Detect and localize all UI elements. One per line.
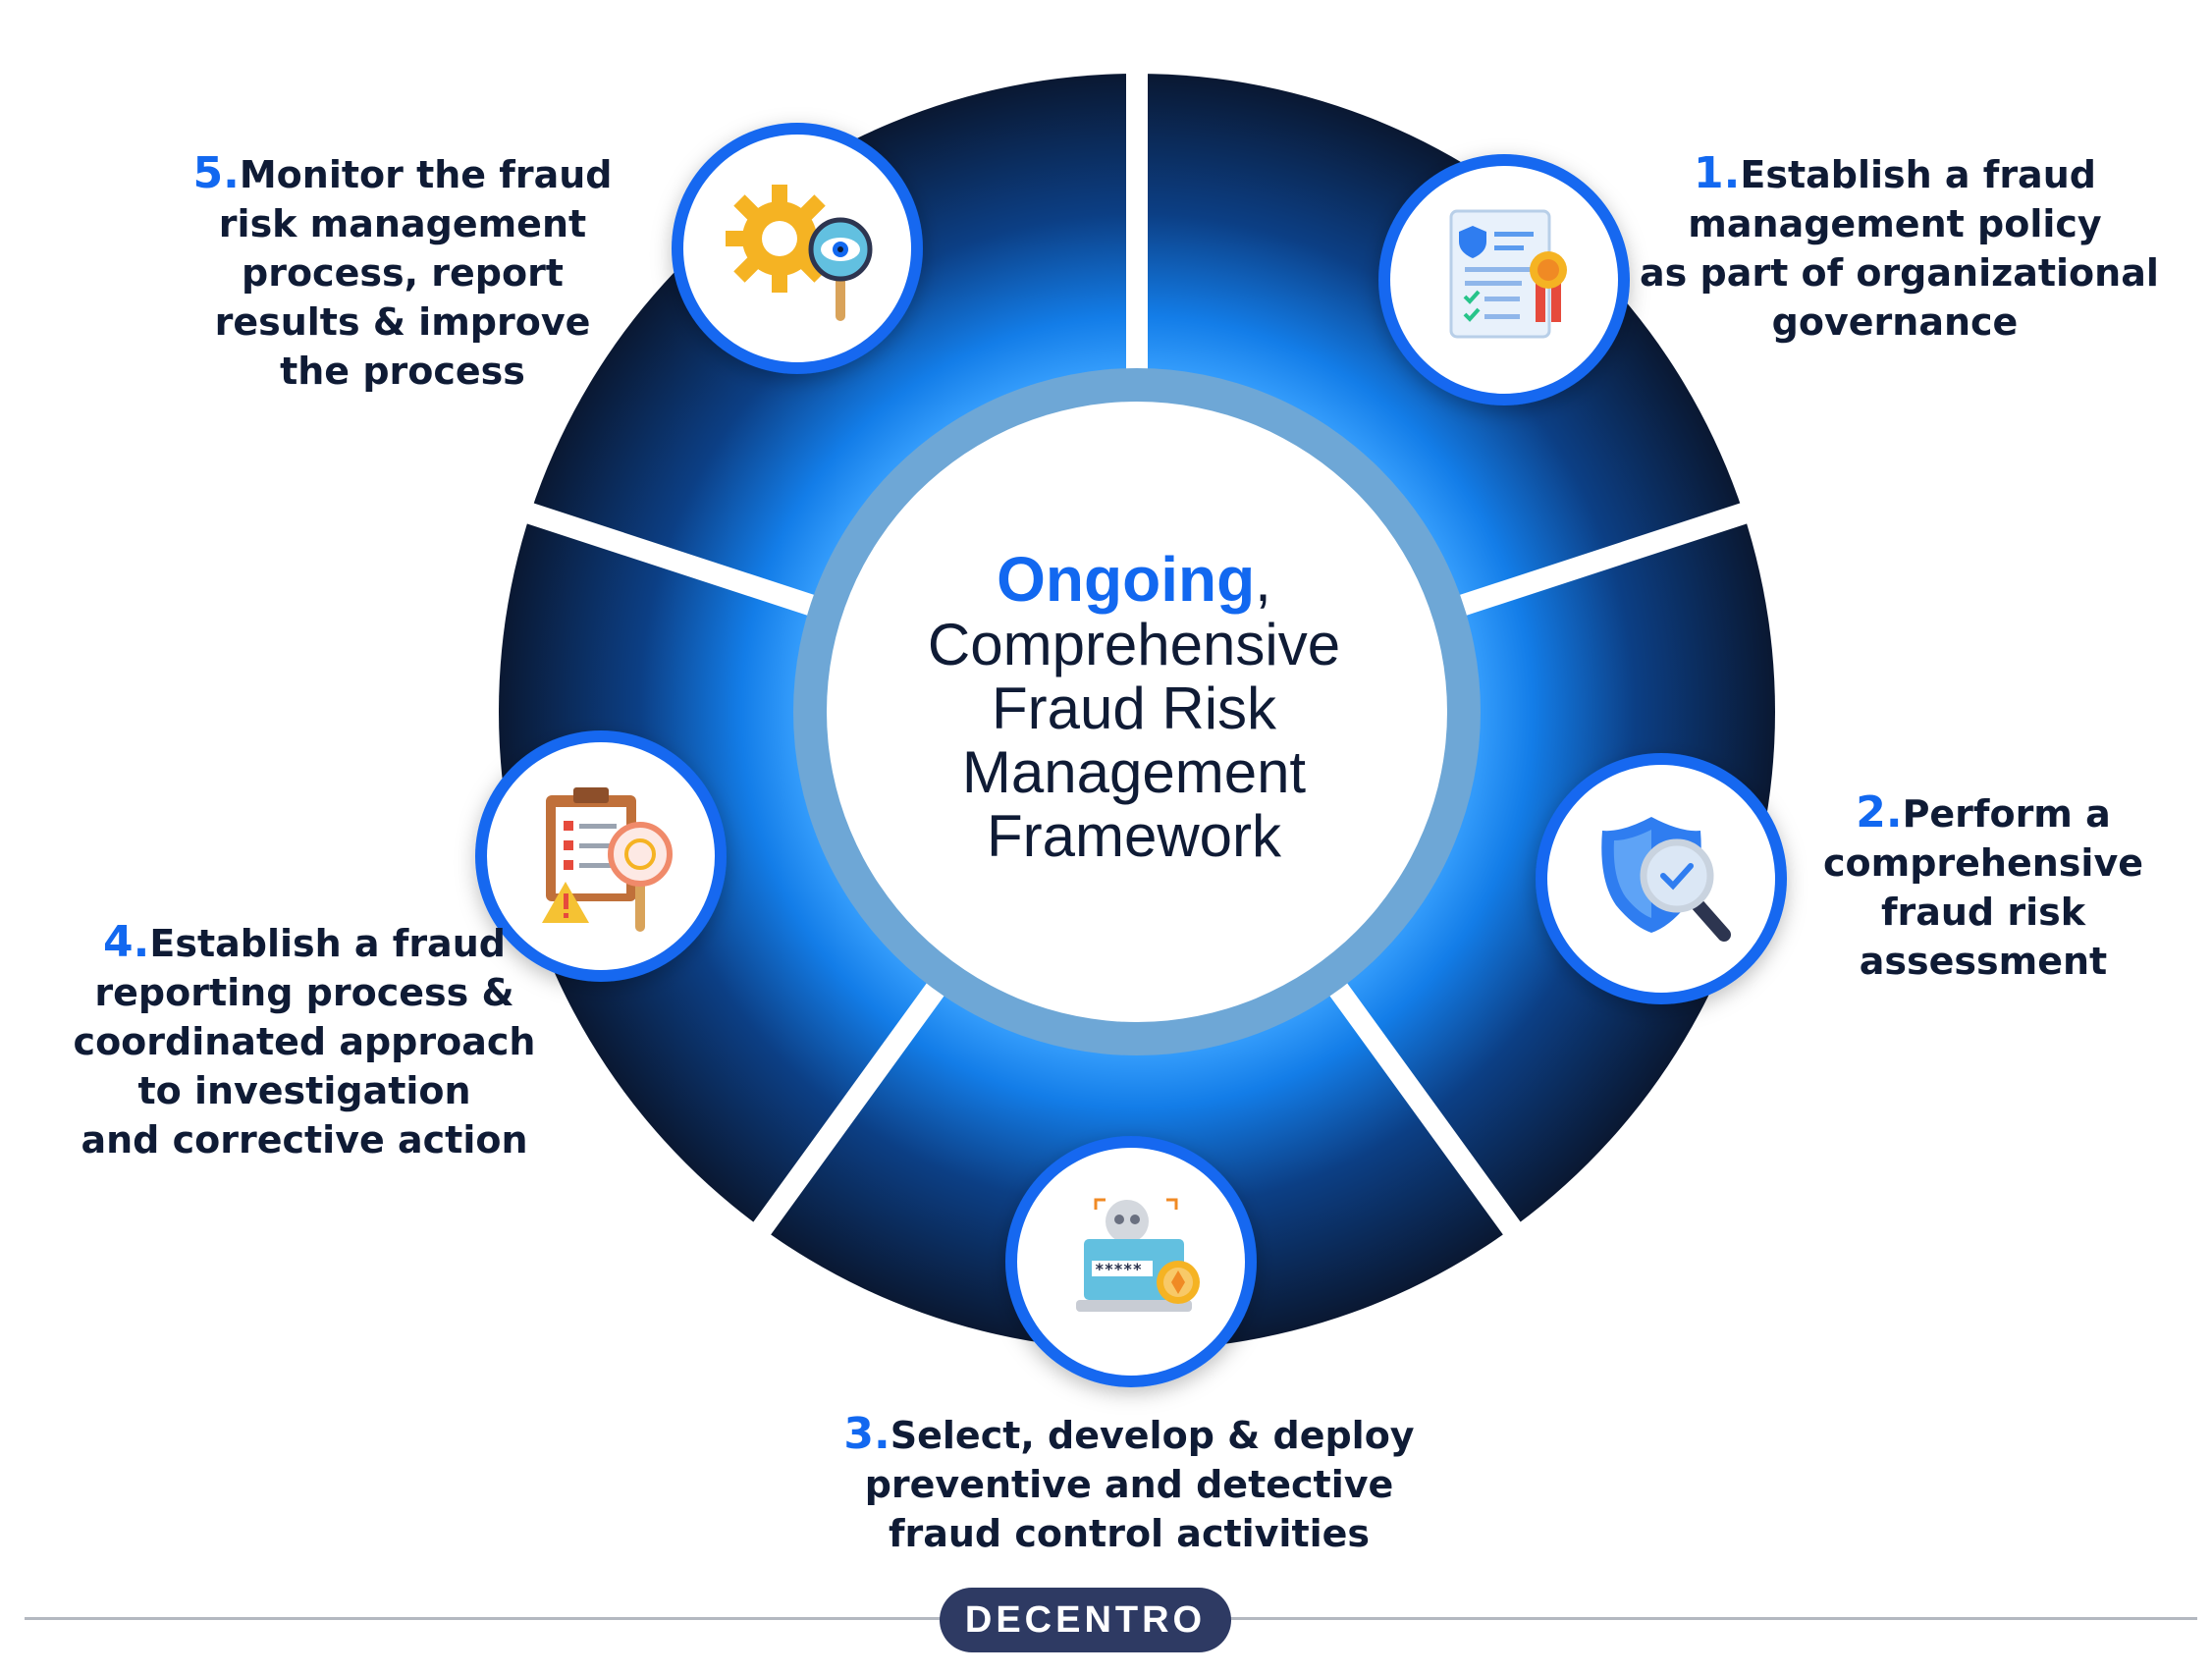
step-1-icon-circle xyxy=(1378,154,1630,405)
step-4-line-1: Establish a fraud xyxy=(149,922,506,965)
step-3-icon-circle: ***** xyxy=(1005,1136,1257,1387)
step-5-line-2: risk management xyxy=(218,202,587,245)
policy-certificate-icon xyxy=(1449,209,1567,339)
step-1-line-1: Establish a fraud xyxy=(1740,153,2096,196)
step-5-line-4: results & improve xyxy=(214,300,591,344)
step-2-label: 2.Perform a comprehensive fraud risk ass… xyxy=(1797,788,2170,986)
step-2-line-1: Perform a xyxy=(1902,792,2111,836)
center-line-2: Fraud Risk xyxy=(991,675,1277,741)
step-1-label: 1.Establish a fraud management policy as… xyxy=(1640,148,2159,347)
step-4-number: 4. xyxy=(103,917,150,967)
step-5-label: 5.Monitor the fraud risk management proc… xyxy=(177,149,628,396)
step-5-number: 5. xyxy=(192,148,240,198)
step-3-line-2: preventive and detective xyxy=(864,1463,1394,1506)
step-2-line-2: comprehensive xyxy=(1822,841,2143,885)
gear-eye-icon xyxy=(726,185,873,321)
step-3-line-3: fraud control activities xyxy=(888,1512,1371,1555)
center-accent-suffix: , xyxy=(1255,548,1271,614)
step-5-line-3: process, report xyxy=(242,251,564,295)
step-2-line-3: fraud risk xyxy=(1880,891,2086,934)
brand-logo: DECENTRO xyxy=(940,1588,1231,1652)
step-4-line-5: and corrective action xyxy=(81,1118,528,1162)
laptop-skull-icon: ***** xyxy=(1076,1198,1200,1312)
step-4-label: 4.Establish a fraud reporting process & … xyxy=(39,918,569,1164)
step-3-label: 3.Select, develop & deploy preventive an… xyxy=(825,1410,1433,1558)
svg-text:*****: ***** xyxy=(1095,1260,1142,1278)
step-1-line-3: as part of organizational xyxy=(1640,251,2159,295)
clipboard-warning-icon xyxy=(542,787,673,932)
step-4-line-3: coordinated approach xyxy=(73,1020,536,1063)
step-1-line-4: governance xyxy=(1771,300,2019,344)
step-4-line-4: to investigation xyxy=(137,1069,471,1112)
center-line-4: Framework xyxy=(986,803,1282,869)
step-3-number: 3. xyxy=(843,1409,890,1459)
step-1-line-2: management policy xyxy=(1688,202,2102,245)
step-4-icon-circle xyxy=(475,730,727,982)
shield-magnifier-icon xyxy=(1601,817,1731,942)
step-5-line-5: the process xyxy=(280,350,525,393)
center-accent-word: Ongoing xyxy=(997,544,1256,615)
center-line-1: Comprehensive xyxy=(927,612,1341,677)
step-2-icon-circle xyxy=(1536,753,1787,1004)
center-disc xyxy=(827,402,1447,1022)
step-5-icon-circle xyxy=(672,123,923,374)
step-1-number: 1. xyxy=(1694,148,1741,198)
step-2-line-4: assessment xyxy=(1859,940,2108,983)
center-title: Ongoing, Comprehensive Fraud Risk Manage… xyxy=(835,548,1433,869)
center-line-3: Management xyxy=(961,739,1307,805)
step-4-line-2: reporting process & xyxy=(94,971,514,1014)
step-2-number: 2. xyxy=(1856,787,1903,838)
step-5-line-1: Monitor the fraud xyxy=(239,153,613,196)
step-3-line-1: Select, develop & deploy xyxy=(890,1414,1415,1457)
